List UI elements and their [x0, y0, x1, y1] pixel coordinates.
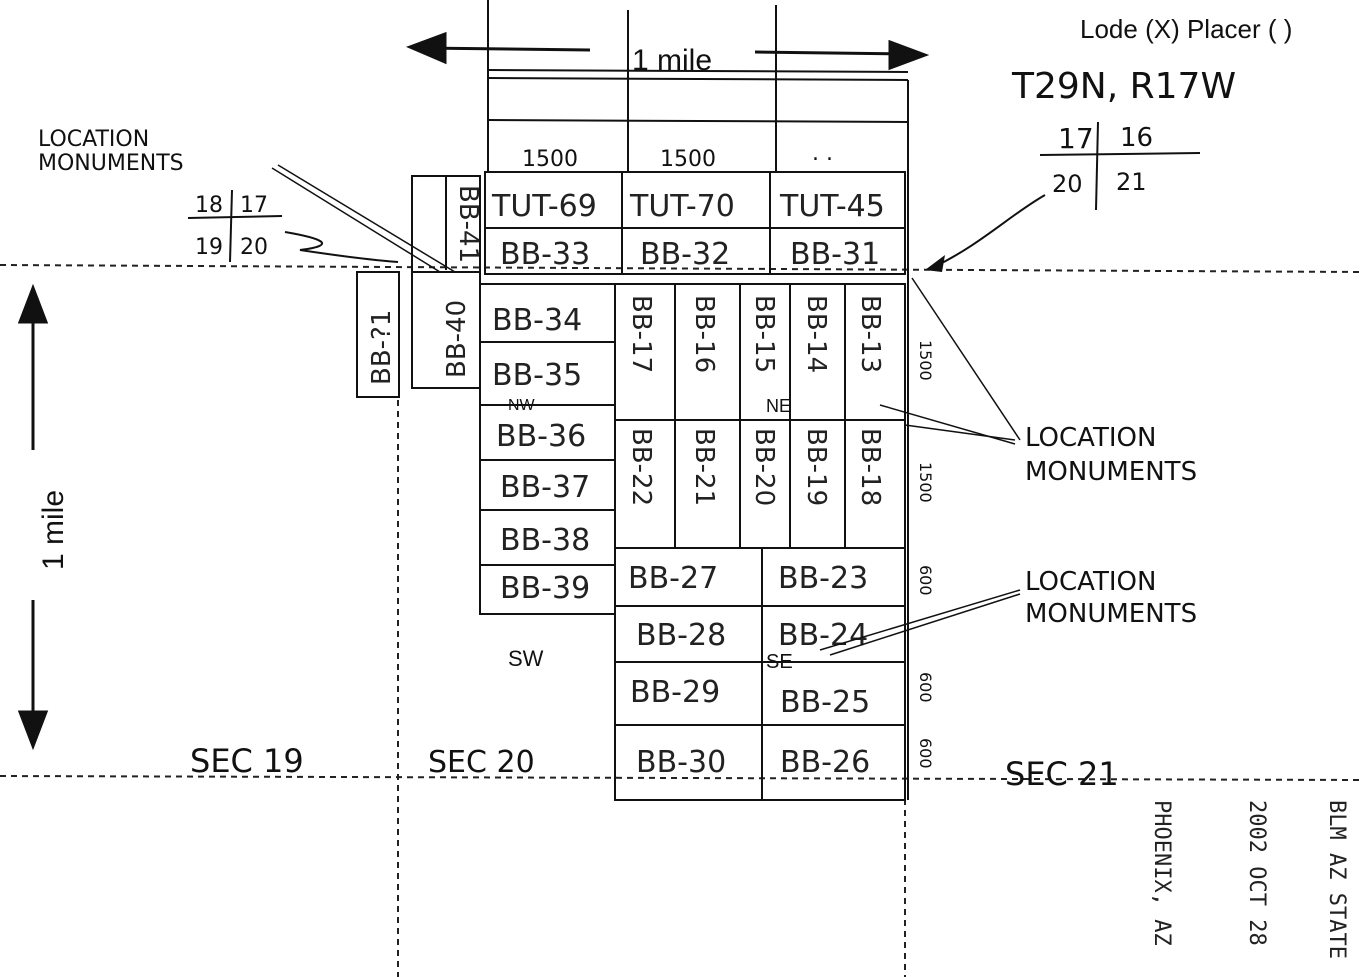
- claim-bb-34: BB-34: [492, 303, 582, 338]
- claims-top-row: [484, 171, 906, 275]
- section-corner-diagram: 17 16 20 21: [1039, 121, 1201, 211]
- claim-bb-15: BB-15: [749, 295, 779, 373]
- corner-se: 21: [1116, 168, 1147, 196]
- left-corner-sw: 19: [195, 235, 223, 260]
- section-19-label: SEC 19: [190, 742, 304, 780]
- side-footage-3: 600: [916, 565, 935, 596]
- column-footage-2: 1500: [660, 147, 716, 172]
- column-footage-3: . .: [812, 141, 833, 166]
- quarter-nw: NW: [508, 397, 536, 414]
- monument-leader-lines-right: [819, 277, 1021, 656]
- left-corner-nw: 18: [195, 193, 223, 218]
- left-corner-diagram: 18 17 19 20: [187, 189, 283, 263]
- township-range: T29N, R17W: [1011, 66, 1236, 107]
- receiving-stamp: BLM AZ STATE 2002 OCT 28 PHOENIX, AZ: [1149, 800, 1349, 959]
- left-corner-se: 20: [240, 235, 268, 260]
- claim-bb-26: BB-26: [780, 745, 870, 780]
- claim-bb-14: BB-14: [801, 295, 831, 373]
- claim-bb-21: BB-21: [689, 428, 719, 506]
- claim-bb-28: BB-28: [636, 618, 726, 653]
- quarter-sw: SW: [508, 646, 544, 671]
- claim-bb-29: BB-29: [630, 675, 720, 710]
- vertical-scale-label: 1 mile: [37, 490, 70, 570]
- claim-bb-22: BB-22: [626, 428, 656, 506]
- claim-bb-32: BB-32: [640, 237, 730, 272]
- section-21-label: SEC 21: [1005, 755, 1119, 793]
- claim-bb-x1: BB-?1: [367, 310, 397, 385]
- claim-bb-35: BB-35: [492, 358, 582, 393]
- claim-bb-33: BB-33: [500, 237, 590, 272]
- claim-block-frame: [487, 0, 909, 800]
- claim-bb-20: BB-20: [749, 428, 779, 506]
- section-20-label: SEC 20: [428, 745, 535, 780]
- claims-lower-grid: [614, 547, 906, 801]
- claim-bb-16: BB-16: [689, 295, 719, 373]
- left-corner-ne: 17: [240, 193, 268, 218]
- claims-left-column: [479, 283, 616, 615]
- side-footage-1: 1500: [916, 340, 935, 381]
- claim-bb-27: BB-27: [628, 561, 718, 596]
- stamp-line-3: PHOENIX, AZ: [1149, 800, 1174, 946]
- horizontal-scale-arrow: [405, 31, 930, 71]
- claim-bb-37: BB-37: [500, 470, 590, 505]
- column-footage-1: 1500: [522, 147, 578, 172]
- corner-nw: 17: [1058, 122, 1094, 155]
- left-corner-pointer: [284, 231, 399, 263]
- claim-bb-36: BB-36: [496, 419, 586, 454]
- lode-placer-label: Lode (X) Placer ( ): [1080, 14, 1292, 44]
- side-footage-4: 600: [916, 672, 935, 703]
- corner-ne: 16: [1120, 123, 1153, 153]
- claim-bb-17: BB-17: [626, 295, 656, 373]
- claim-tut-69: TUT-69: [491, 189, 597, 224]
- claim-bb-23: BB-23: [778, 561, 868, 596]
- claim-bb-18: BB-18: [855, 428, 885, 506]
- claim-bb-30: BB-30: [636, 745, 726, 780]
- side-footage-5: 600: [916, 738, 935, 769]
- quarter-ne: NE: [766, 396, 791, 416]
- quarter-se: SE: [766, 651, 793, 673]
- claim-bb-13: BB-13: [855, 295, 885, 373]
- claim-bb-31: BB-31: [790, 237, 880, 272]
- claims-vertical-left: [356, 175, 481, 398]
- claim-bb-38: BB-38: [500, 523, 590, 558]
- claim-tut-45: TUT-45: [779, 189, 885, 224]
- horizontal-scale-label: 1 mile: [632, 44, 712, 77]
- corner-pointer-arrow: [931, 194, 1046, 269]
- claim-bb-19: BB-19: [801, 428, 831, 506]
- stamp-line-2: 2002 OCT 28: [1244, 800, 1269, 946]
- claim-bb-25: BB-25: [780, 685, 870, 720]
- monument-leader-lines-top-left: [271, 164, 456, 273]
- stamp-line-1: BLM AZ STATE: [1324, 800, 1349, 959]
- side-footage-2: 1500: [916, 462, 935, 503]
- claim-bb-41: BB-41: [453, 185, 483, 263]
- corner-sw: 20: [1052, 170, 1083, 198]
- vertical-scale-arrow: [17, 283, 49, 751]
- claim-tut-70: TUT-70: [629, 189, 735, 224]
- claim-bb-40: BB-40: [442, 300, 472, 378]
- claim-bb-39: BB-39: [500, 571, 590, 606]
